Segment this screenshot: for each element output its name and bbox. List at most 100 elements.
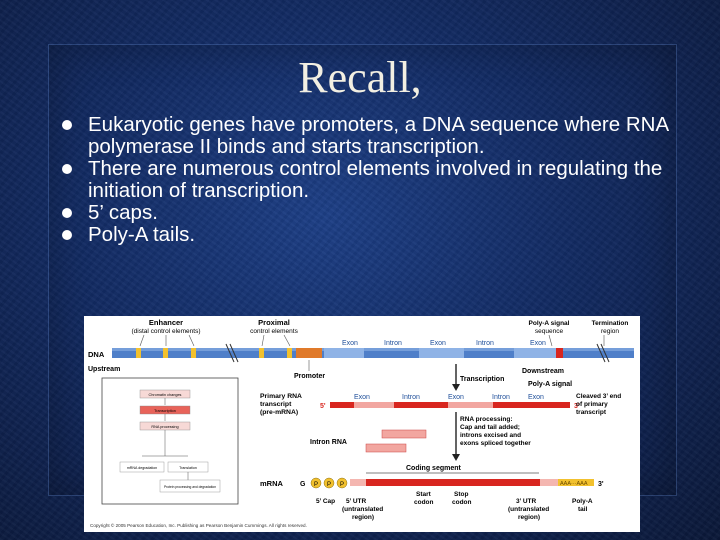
proximal-element <box>287 348 292 358</box>
intron-label: Intron <box>402 394 420 401</box>
termination-sub-label: region <box>601 328 619 335</box>
bullet-dot-icon <box>62 164 72 174</box>
downstream-label: Downstream <box>522 368 564 375</box>
copyright-text: Copyright © 2005 Pearson Education, Inc.… <box>90 522 307 528</box>
proximal-element <box>259 348 264 358</box>
enhancer-element <box>163 348 168 358</box>
bullet-item: There are numerous control elements invo… <box>62 158 672 202</box>
proximal-sub-label: control elements <box>250 328 298 335</box>
three-prime-label: 3' <box>574 403 580 410</box>
intron-label: Intron <box>384 340 402 347</box>
exon-label: Exon <box>430 340 446 347</box>
dna-label: DNA <box>88 350 105 359</box>
stop-codon-label: Stop <box>454 491 468 498</box>
stop-codon-label: codon <box>452 499 472 506</box>
polya-tail-label: Poly-A <box>572 498 593 505</box>
three-prime-label: 3' <box>598 481 604 488</box>
utr5-label: region) <box>352 514 374 521</box>
bullet-list: Eukaryotic genes have promoters, a DNA s… <box>62 114 672 246</box>
exon-label: Exon <box>342 340 358 347</box>
processing-label: RNA processing: <box>460 416 513 423</box>
start-codon-label: codon <box>414 499 434 506</box>
polya-signal-seq-label: Poly-A signal <box>529 320 570 327</box>
intron-rna-piece <box>365 443 407 453</box>
intron-rna-piece <box>381 429 427 439</box>
cleaved-label: transcript <box>576 409 607 416</box>
processing-label: exons spliced together <box>460 440 531 447</box>
phosphate-icon <box>336 477 348 489</box>
bullet-dot-icon <box>62 120 72 130</box>
utr5-region <box>350 479 366 486</box>
g-cap-label: G <box>300 481 306 488</box>
cap-label: 5’ Cap <box>316 498 335 505</box>
primary-rna-label: transcript <box>260 401 292 408</box>
upstream-label: Upstream <box>88 366 120 373</box>
exon-block <box>419 348 464 358</box>
exon-label: Exon <box>354 394 370 401</box>
processing-label: introns excised and <box>460 432 521 439</box>
phosphate-icon <box>323 477 335 489</box>
five-prime-label: 5' <box>320 403 326 410</box>
bullet-item: 5’ caps. <box>62 202 672 224</box>
utr3-label: (untranslated <box>508 506 549 513</box>
gene-expression-diagram: Enhancer (distal control elements) Proxi… <box>88 318 634 528</box>
cleaved-label: Cleaved 3’ end <box>576 393 621 400</box>
polya-sequence: AAA···AAA <box>560 481 588 487</box>
polya-tail-label: tail <box>578 506 588 513</box>
phosphate-label: P <box>314 482 318 488</box>
intron-label: Intron <box>492 394 510 401</box>
bullet-text: Poly-A tails. <box>88 223 196 246</box>
utr3-label: region) <box>518 514 540 521</box>
gene-expression-figure: Enhancer (distal control elements) Proxi… <box>84 316 640 532</box>
cleaved-label: of primary <box>576 401 608 408</box>
inset-step-label: Protein processing and degradation <box>164 485 216 489</box>
promoter-label: Promoter <box>294 373 325 380</box>
enhancer-element <box>191 348 196 358</box>
primary-rna-label: (pre-mRNA) <box>260 409 298 416</box>
processing-label: Cap and tail added; <box>460 424 520 431</box>
utr3-label: 3’ UTR <box>516 498 537 505</box>
primary-rna-label: Primary RNA <box>260 393 302 400</box>
bullet-item: Eukaryotic genes have promoters, a DNA s… <box>62 114 672 158</box>
dna-strand <box>112 348 634 358</box>
bullet-text: 5’ caps. <box>88 201 158 224</box>
polya-signal-label: Poly-A signal <box>528 381 572 388</box>
phosphate-label: P <box>340 482 344 488</box>
coding-segment-label: Coding segment <box>406 465 462 472</box>
intron-label: Intron <box>476 340 494 347</box>
termination-label: Termination <box>592 320 629 327</box>
coding-region <box>366 479 540 486</box>
promoter-region <box>296 348 322 358</box>
bullet-text: There are numerous control elements invo… <box>88 157 663 202</box>
exon-label: Exon <box>448 394 464 401</box>
bullet-item: Poly-A tails. <box>62 224 672 246</box>
utr5-label: (untranslated <box>342 506 383 513</box>
enhancer-element <box>136 348 141 358</box>
start-codon-label: Start <box>416 491 432 498</box>
bullet-dot-icon <box>62 208 72 218</box>
inset-step-label: Transcription <box>154 409 176 413</box>
inset-step-label: mRNA degradation <box>127 466 157 470</box>
polya-signal-seq-sub-label: sequence <box>535 328 564 335</box>
bullet-dot-icon <box>62 230 72 240</box>
utr3-region <box>540 479 558 486</box>
phosphate-icon <box>310 477 322 489</box>
slide-title: Recall, <box>298 53 422 102</box>
polya-signal-element <box>556 348 563 358</box>
enhancer-label: Enhancer <box>149 318 183 327</box>
exon-label: Exon <box>528 394 544 401</box>
intron-rna-label: Intron RNA <box>310 439 347 446</box>
exon-label: Exon <box>530 340 546 347</box>
utr5-label: 5’ UTR <box>346 498 367 505</box>
exon-block <box>514 348 556 358</box>
exon-block <box>324 348 364 358</box>
bullet-text: Eukaryotic genes have promoters, a DNA s… <box>88 113 668 158</box>
mrna-label: mRNA <box>260 479 284 488</box>
inset-step-label: Translation <box>179 466 197 470</box>
inset-step-label: RNA processing <box>151 425 178 429</box>
proximal-label: Proximal <box>258 318 290 327</box>
inset-step-label: Chromatin changes <box>149 393 182 397</box>
polya-tail <box>558 479 594 486</box>
transcription-label: Transcription <box>460 376 504 383</box>
enhancer-sub-label: (distal control elements) <box>132 328 201 335</box>
